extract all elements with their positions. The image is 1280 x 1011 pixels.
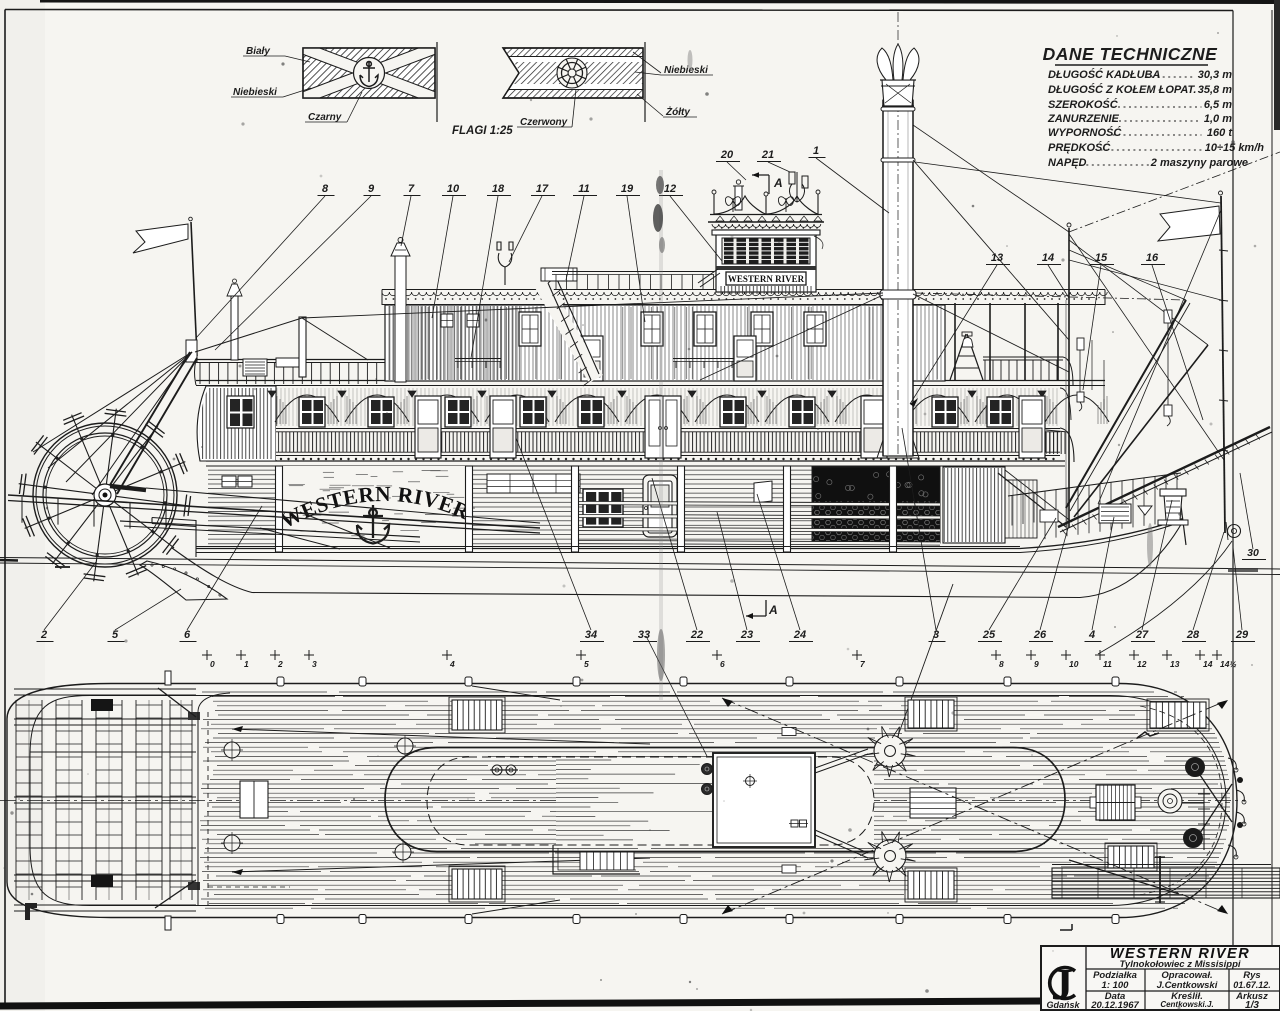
svg-text:13: 13 [991, 252, 1003, 264]
svg-text:2: 2 [40, 629, 47, 641]
svg-text:Gdańsk: Gdańsk [1046, 1000, 1080, 1010]
svg-text:33: 33 [638, 629, 650, 641]
svg-text:WESTERN RIVER: WESTERN RIVER [728, 274, 805, 284]
svg-text:WYPORNOŚĆ: WYPORNOŚĆ [1048, 126, 1122, 139]
svg-text:5: 5 [112, 629, 119, 641]
svg-text:Czarny: Czarny [308, 112, 342, 123]
svg-text:WESTERN RIVER: WESTERN RIVER [1110, 946, 1250, 962]
svg-text:PRĘDKOŚĆ: PRĘDKOŚĆ [1048, 141, 1111, 154]
svg-text:8: 8 [322, 183, 329, 195]
svg-text:Rys: Rys [1243, 970, 1260, 981]
svg-text:01.67.12.: 01.67.12. [1233, 980, 1271, 990]
svg-text:30: 30 [1247, 547, 1259, 559]
svg-text:3: 3 [312, 659, 317, 669]
svg-text:1: 100: 1: 100 [1102, 980, 1130, 991]
svg-text:6,5 m: 6,5 m [1204, 99, 1232, 111]
svg-text:Podziałka: Podziałka [1093, 970, 1137, 981]
svg-text:6: 6 [184, 629, 191, 641]
svg-text:20.12.1967: 20.12.1967 [1090, 1000, 1139, 1011]
svg-text:Opracował.: Opracował. [1161, 970, 1212, 981]
svg-text:A: A [768, 603, 778, 617]
svg-text:12: 12 [664, 183, 676, 195]
svg-text:Niebieski: Niebieski [233, 87, 277, 98]
svg-text:7: 7 [408, 183, 415, 195]
svg-text:DANE TECHNICZNE: DANE TECHNICZNE [1043, 44, 1219, 64]
svg-text:SZEROKOŚĆ: SZEROKOŚĆ [1048, 98, 1119, 111]
svg-text:Tylnokołowiec z Missisippi: Tylnokołowiec z Missisippi [1119, 959, 1240, 970]
svg-text:5: 5 [584, 659, 589, 669]
svg-text:1: 1 [813, 145, 819, 157]
svg-text:Data: Data [1105, 991, 1126, 1002]
svg-text:19: 19 [621, 183, 634, 195]
svg-text:20: 20 [720, 149, 734, 161]
svg-text:DŁUGOŚĆ KADŁUBA: DŁUGOŚĆ KADŁUBA [1048, 68, 1160, 81]
svg-text:22: 22 [690, 629, 703, 641]
svg-text:17: 17 [536, 183, 549, 195]
svg-text:35,8 m: 35,8 m [1198, 84, 1232, 96]
svg-text:4: 4 [1088, 629, 1095, 641]
svg-text:14½: 14½ [1220, 659, 1237, 669]
svg-text:FLAGI 1:25: FLAGI 1:25 [452, 125, 513, 137]
svg-text:12: 12 [1137, 659, 1147, 669]
svg-text:Biały: Biały [246, 46, 270, 57]
svg-text:13: 13 [1170, 659, 1180, 669]
svg-text:8: 8 [999, 659, 1004, 669]
svg-text:ZANURZENIE: ZANURZENIE [1047, 113, 1120, 125]
svg-text:14: 14 [1042, 252, 1054, 264]
svg-text:10: 10 [447, 183, 460, 195]
svg-text:3: 3 [933, 629, 939, 641]
svg-text:Niebieski: Niebieski [664, 65, 708, 76]
svg-text:9: 9 [1034, 659, 1039, 669]
svg-text:11: 11 [578, 183, 589, 195]
svg-text:26: 26 [1033, 629, 1047, 641]
svg-text:18: 18 [492, 183, 505, 195]
svg-text:14: 14 [1203, 659, 1213, 669]
svg-text:2 maszyny parowe: 2 maszyny parowe [1150, 157, 1248, 169]
svg-text:J: J [1051, 960, 1073, 1009]
svg-text:28: 28 [1186, 629, 1200, 641]
svg-text:11: 11 [1103, 659, 1112, 669]
svg-text:7: 7 [860, 659, 866, 669]
svg-text:29: 29 [1235, 629, 1249, 641]
svg-text:0: 0 [210, 659, 215, 669]
svg-text:10÷15 km/h: 10÷15 km/h [1205, 142, 1265, 154]
svg-text:160 t: 160 t [1207, 127, 1233, 139]
svg-text:2: 2 [277, 659, 283, 669]
svg-text:J.Centkowski: J.Centkowski [1157, 980, 1218, 991]
svg-text:Czerwony: Czerwony [520, 117, 568, 128]
svg-text:21: 21 [761, 149, 774, 161]
svg-text:Kreślił.: Kreślił. [1171, 991, 1203, 1002]
svg-text:25: 25 [982, 629, 996, 641]
svg-text:4: 4 [449, 659, 455, 669]
svg-text:DŁUGOŚĆ Z KOŁEM ŁOPAT.: DŁUGOŚĆ Z KOŁEM ŁOPAT. [1048, 83, 1197, 96]
svg-text:1: 1 [244, 659, 249, 669]
svg-text:1,0 m: 1,0 m [1204, 113, 1232, 125]
svg-text:27: 27 [1135, 629, 1149, 641]
svg-text:9: 9 [368, 183, 375, 195]
svg-text:34: 34 [585, 629, 597, 641]
svg-text:16: 16 [1146, 252, 1159, 264]
svg-text:30,3 m: 30,3 m [1198, 69, 1232, 81]
svg-text:Centkowski.J.: Centkowski.J. [1160, 1000, 1213, 1009]
svg-text:15: 15 [1095, 252, 1108, 264]
svg-text:Arkusz: Arkusz [1235, 991, 1268, 1002]
svg-text:24: 24 [793, 629, 806, 641]
svg-text:NAPĘD: NAPĘD [1048, 157, 1087, 169]
svg-text:Żółty: Żółty [665, 105, 690, 118]
svg-text:A: A [773, 176, 783, 190]
svg-text:1/3: 1/3 [1245, 1000, 1259, 1011]
svg-text:10: 10 [1069, 659, 1079, 669]
svg-text:23: 23 [740, 629, 753, 641]
svg-text:6: 6 [720, 659, 725, 669]
